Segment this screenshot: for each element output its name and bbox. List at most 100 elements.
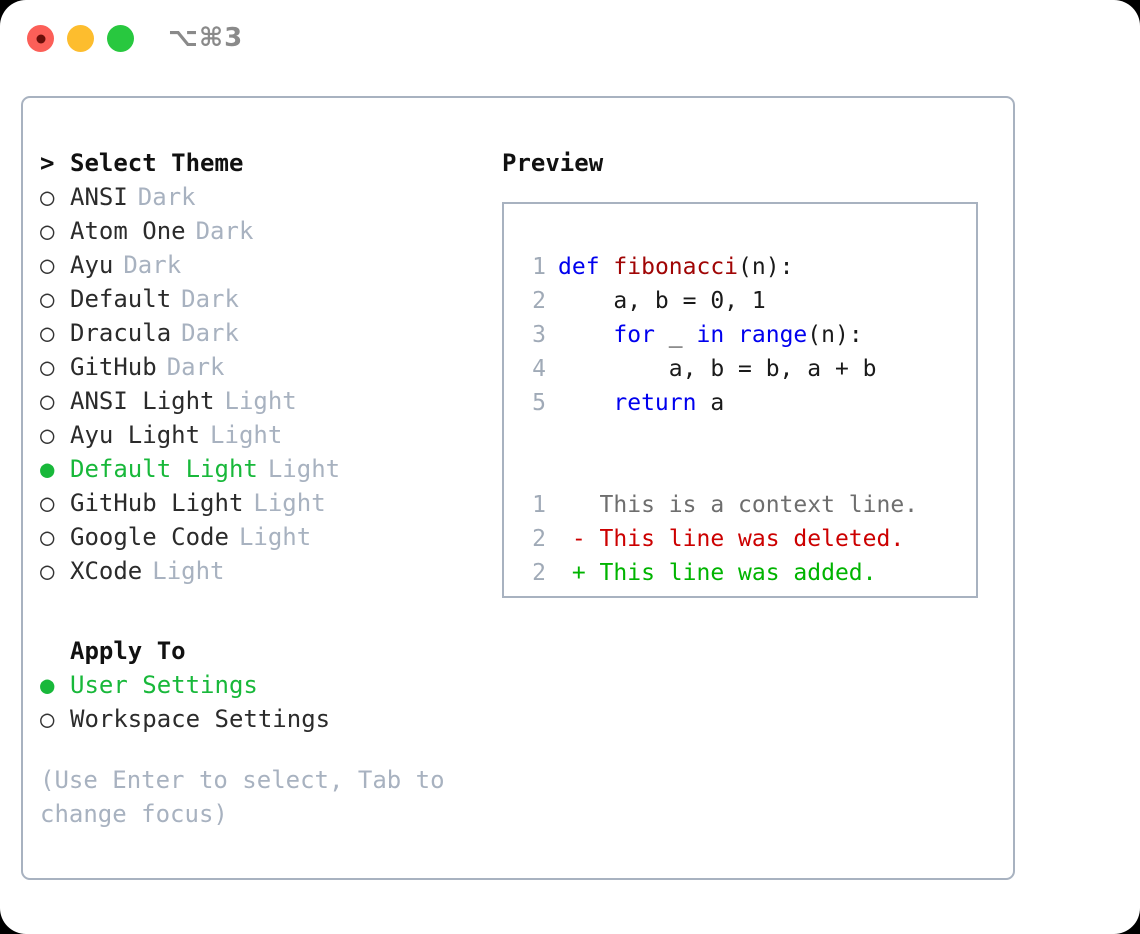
code-token: a, b = 0, 1: [558, 288, 766, 314]
theme-list-item[interactable]: ○ GitHub Light Light: [40, 486, 500, 520]
code-token: fibonacci: [613, 254, 739, 280]
code-line: 4 a, b = b, a + b: [504, 352, 976, 386]
theme-variant-badge: Light: [253, 489, 326, 517]
code-token: def: [558, 254, 600, 280]
theme-variant-badge: Dark: [137, 183, 196, 211]
theme-name-label: Default: [70, 285, 172, 313]
code-line-number: 3: [532, 322, 546, 348]
apply-to-option[interactable]: ○ Workspace Settings: [40, 702, 500, 736]
apply-to-option-label: User Settings: [70, 671, 258, 699]
keyboard-hint-line-2: change focus): [40, 800, 228, 828]
prompt-caret-icon: >: [40, 149, 55, 177]
code-line-text: a, b = b, a + b: [558, 352, 877, 386]
code-line-text: for _ in range(n):: [558, 318, 862, 352]
code-line-number: 5: [532, 390, 546, 416]
code-token: range: [738, 322, 808, 348]
minimize-button[interactable]: [67, 25, 94, 52]
code-sample: 1 def fibonacci(n): 2 a, b = 0, 1 3 for _ i…: [504, 250, 976, 420]
theme-name-label: GitHub: [70, 353, 157, 381]
code-line-number: 1: [532, 254, 546, 280]
theme-name-label: Default Light: [70, 455, 258, 483]
apply-to-list: ● User Settings ○ Workspace Settings: [40, 668, 500, 736]
radio-unselected-icon[interactable]: ○: [40, 705, 55, 733]
keyboard-shortcut-label: ⌥⌘3: [168, 23, 244, 53]
theme-list-item[interactable]: ● Default Light Light: [40, 452, 500, 486]
theme-variant-badge: Light: [152, 557, 225, 585]
radio-unselected-icon[interactable]: ○: [40, 421, 55, 449]
radio-unselected-icon[interactable]: ○: [40, 557, 55, 585]
diff-line-text: This is a context line.: [558, 492, 919, 518]
maximize-button[interactable]: [107, 25, 134, 52]
preview-box: 1 def fibonacci(n): 2 a, b = 0, 1 3 for _ i…: [502, 202, 978, 598]
theme-list-item[interactable]: ○ Default Dark: [40, 282, 500, 316]
select-theme-header-label: Select Theme: [70, 149, 244, 177]
radio-selected-icon[interactable]: ●: [40, 455, 55, 483]
code-token: [600, 254, 614, 280]
radio-unselected-icon[interactable]: ○: [40, 251, 55, 279]
radio-unselected-icon[interactable]: ○: [40, 217, 55, 245]
close-button[interactable]: [27, 25, 54, 52]
radio-unselected-icon[interactable]: ○: [40, 183, 55, 211]
theme-name-label: Google Code: [70, 523, 229, 551]
diff-line: 1 This is a context line.: [504, 488, 976, 522]
apply-to-header-label: Apply To: [70, 637, 186, 665]
code-token: in: [696, 322, 725, 348]
theme-name-label: Atom One: [70, 217, 186, 245]
title-bar: ⌥⌘3: [0, 0, 1140, 76]
theme-variant-badge: Dark: [181, 285, 239, 313]
code-token: for: [613, 322, 655, 348]
keyboard-hint-line-1: (Use Enter to select, Tab to: [40, 766, 445, 794]
theme-variant-badge: Light: [267, 455, 341, 483]
theme-name-label: ANSI Light: [70, 387, 215, 415]
theme-variant-badge: Light: [224, 387, 297, 415]
theme-name-label: Ayu Light: [70, 421, 201, 449]
code-token: [558, 322, 613, 348]
code-token: [724, 322, 738, 348]
radio-unselected-icon[interactable]: ○: [40, 523, 55, 551]
theme-variant-badge: Dark: [166, 353, 225, 381]
code-line-number: 4: [532, 356, 546, 382]
diff-line-text: - This line was deleted.: [558, 526, 905, 552]
code-line: 1 def fibonacci(n):: [504, 250, 976, 284]
select-theme-header: > Select Theme: [40, 146, 500, 180]
apply-to-header: Apply To: [40, 634, 500, 668]
theme-variant-badge: Dark: [195, 217, 254, 245]
radio-unselected-icon[interactable]: ○: [40, 353, 55, 381]
radio-unselected-icon[interactable]: ○: [40, 285, 55, 313]
apply-to-option[interactable]: ● User Settings: [40, 668, 500, 702]
code-diff-spacer: [504, 420, 976, 454]
code-line: 5 return a: [504, 386, 976, 420]
radio-unselected-icon[interactable]: ○: [40, 489, 55, 517]
theme-list-item[interactable]: ○ Atom One Dark: [40, 214, 500, 248]
apply-to-option-label: Workspace Settings: [70, 705, 331, 733]
diff-line-number: 1: [532, 492, 546, 518]
radio-selected-icon[interactable]: ●: [40, 671, 55, 699]
theme-name-label: GitHub Light: [70, 489, 244, 517]
traffic-lights: [27, 25, 134, 52]
code-line-number: 2: [532, 288, 546, 314]
code-token: (n):: [738, 254, 794, 280]
code-line-text: def fibonacci(n):: [558, 250, 793, 284]
diff-line-text: + This line was added.: [558, 560, 877, 586]
preview-title: Preview: [502, 149, 604, 177]
diff-line: 2 - This line was deleted.: [504, 522, 976, 556]
code-token: a: [696, 390, 725, 416]
theme-list-item[interactable]: ○ GitHub Dark: [40, 350, 500, 384]
radio-unselected-icon[interactable]: ○: [40, 387, 55, 415]
diff-line-number: 2: [532, 526, 546, 552]
keyboard-hint: (Use Enter to select, Tab to change focu…: [40, 763, 460, 831]
theme-variant-badge: Dark: [181, 319, 239, 347]
theme-list-item[interactable]: ○ ANSI Light Light: [40, 384, 500, 418]
code-line-text: return a: [558, 386, 724, 420]
radio-unselected-icon[interactable]: ○: [40, 319, 55, 347]
